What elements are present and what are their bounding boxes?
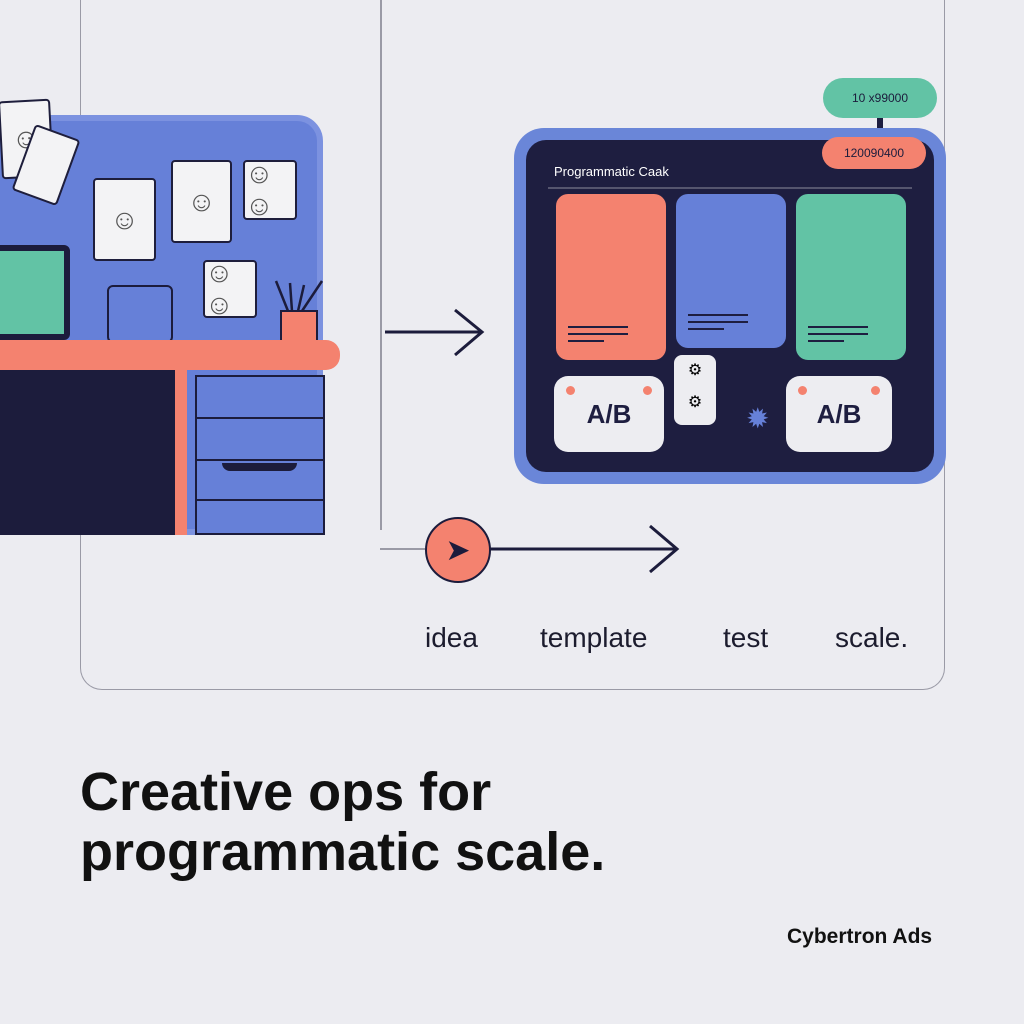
monitor xyxy=(0,245,70,340)
dashboard-title: Programmatic Caak xyxy=(554,164,669,179)
brand-name: Cybertron Ads xyxy=(787,925,933,948)
headline-line-2: programmatic scale. xyxy=(80,822,606,882)
template-card-blue[interactable] xyxy=(674,192,788,350)
pill-connector xyxy=(877,118,883,130)
template-card-green[interactable] xyxy=(794,192,908,362)
divider-line xyxy=(380,0,382,530)
step-template: template xyxy=(540,622,648,653)
gear-icon: ⚙ xyxy=(687,362,703,379)
ab-label: A/B xyxy=(816,398,862,429)
ab-test-card-left[interactable]: A/B xyxy=(554,376,664,452)
desk-drawers xyxy=(195,375,325,535)
pencils-icon xyxy=(274,280,324,312)
desk-leg xyxy=(175,370,187,535)
ab-test-card-right[interactable]: A/B xyxy=(786,376,892,452)
template-card-coral[interactable] xyxy=(554,192,668,362)
connector-line xyxy=(380,548,425,550)
sketch-card-icon: ☺☺ xyxy=(203,257,257,320)
desk-top xyxy=(0,340,340,370)
arrow-right-icon xyxy=(385,308,485,357)
headline: Creative ops for programmatic scale. xyxy=(80,762,605,882)
step-test: test xyxy=(723,622,769,653)
header-pill: 120090400 xyxy=(822,137,926,169)
play-icon: ➤ xyxy=(425,517,491,583)
arrow-right-icon xyxy=(490,524,680,574)
desk-shadow xyxy=(0,370,175,535)
step-scale: scale. xyxy=(835,622,909,653)
gear-icon: ⚙ xyxy=(687,394,703,411)
sketch-card-icon: ☺ xyxy=(93,178,156,261)
step-idea: idea xyxy=(425,622,478,653)
headline-line-1: Creative ops for xyxy=(80,762,492,822)
sketch-card-icon: ☺ xyxy=(171,160,232,243)
header-divider xyxy=(548,187,912,189)
settings-card[interactable]: ⚙⚙ xyxy=(674,355,716,425)
ab-label: A/B xyxy=(586,398,632,429)
gear-icon: ✹ xyxy=(746,403,770,434)
top-pill: 10 x99000 xyxy=(823,78,937,118)
dashboard-screen: Programmatic Caak 120090400 A/B ⚙⚙ ✹ A/B xyxy=(514,128,946,484)
frame-outline xyxy=(107,285,173,343)
sketch-card-icon: ☺☺ xyxy=(243,158,297,221)
